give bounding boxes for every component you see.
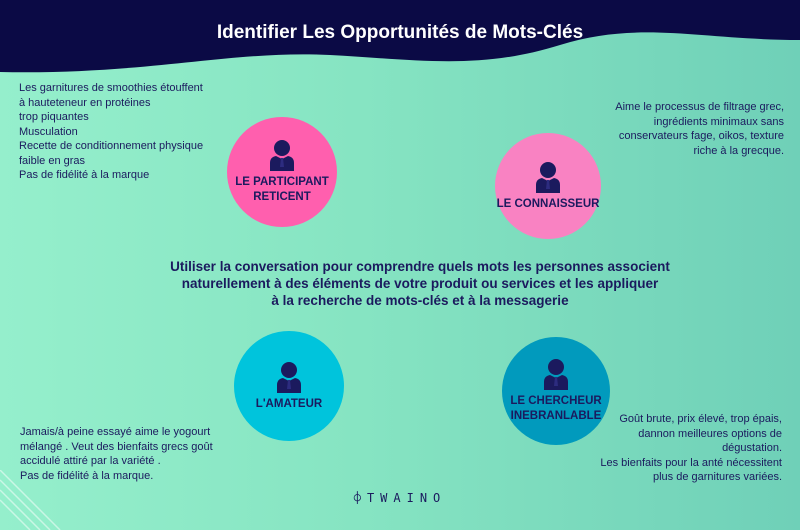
persona-connaisseur: LE CONNAISSEUR [495, 133, 601, 239]
participant-description: Les garnitures de smoothies étouffent à … [19, 82, 204, 181]
person-icon [544, 359, 568, 390]
decorative-stripes [0, 470, 61, 530]
logo-text: TWAINO [366, 491, 447, 505]
connaisseur-description: Aime le processus de filtrage grec, ingr… [615, 101, 784, 157]
persona-label: LE CHERCHEUR INEBRANLABLE [510, 395, 602, 422]
person-icon [270, 140, 294, 171]
center-message: Utiliser la conversation pour comprendre… [170, 259, 670, 308]
persona-chercheur-inebranlable: LE CHERCHEUR INEBRANLABLE [502, 337, 610, 445]
amateur-description: Jamais/à peine essayé aime le yogourt mé… [20, 426, 213, 482]
person-icon [277, 361, 301, 393]
person-icon [536, 161, 560, 193]
persona-label: L'AMATEUR [255, 397, 323, 410]
persona-label: LE PARTICIPANT RETICENT [235, 176, 329, 203]
persona-amateur: L'AMATEUR [234, 331, 344, 441]
leaf-icon: ⌽ [353, 491, 367, 505]
persona-participant-reticent: LE PARTICIPANT RETICENT [227, 117, 337, 227]
twaino-logo: ⌽TWAINO [0, 491, 800, 505]
page-title: Identifier Les Opportunités de Mots-Clés [216, 22, 584, 43]
persona-label: LE CONNAISSEUR [496, 197, 600, 210]
chercheur-description: Goût brute, prix élevé, trop épais, dann… [600, 413, 782, 483]
header-wave [0, 0, 800, 73]
